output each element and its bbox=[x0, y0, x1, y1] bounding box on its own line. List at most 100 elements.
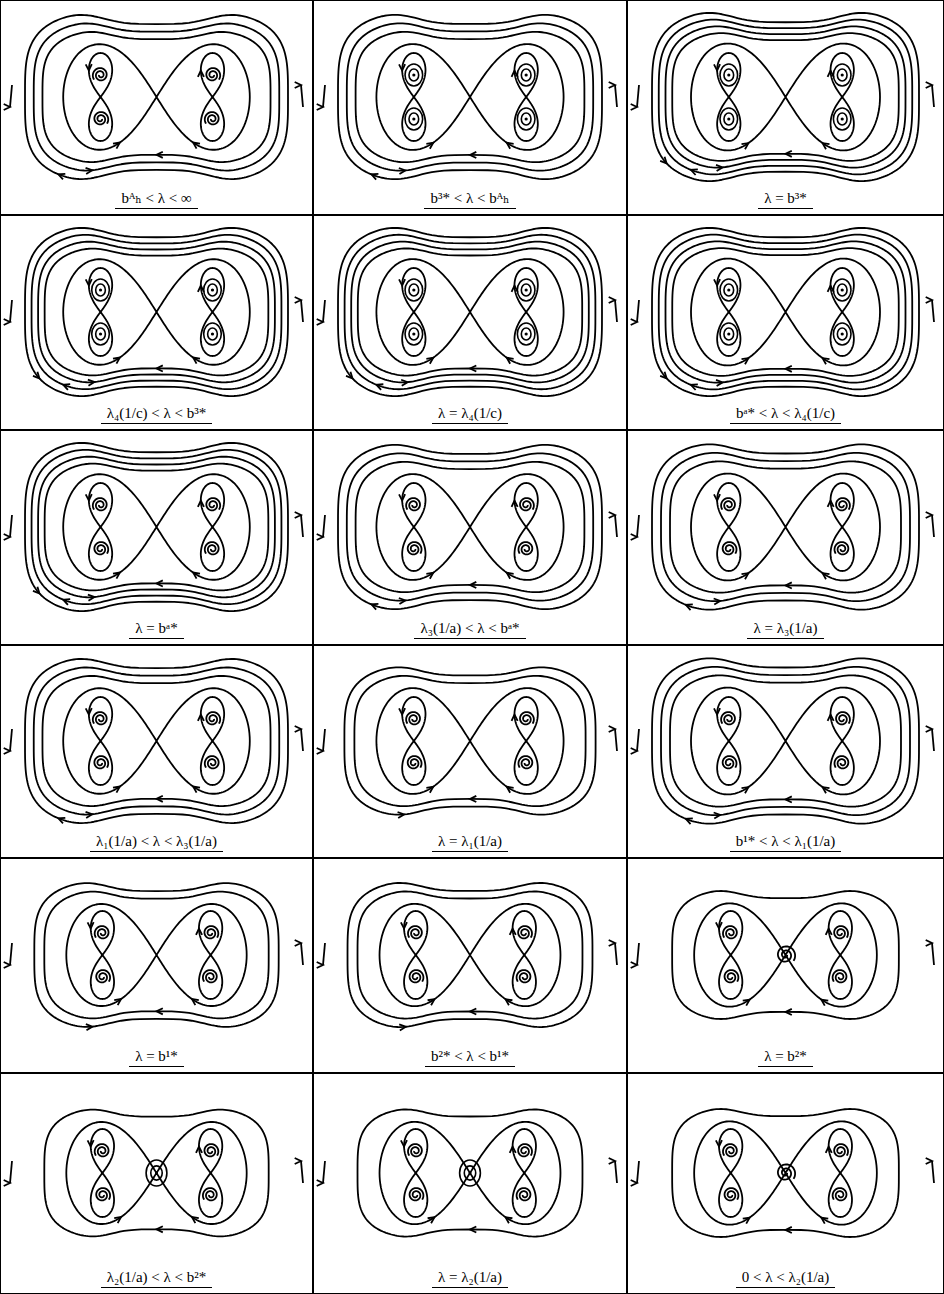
flow-arrowhead bbox=[714, 708, 720, 714]
spiral-trajectory bbox=[206, 712, 220, 724]
flow-arrowhead bbox=[786, 1009, 792, 1015]
flow-arrowhead bbox=[742, 358, 749, 364]
flow-arrowhead bbox=[786, 1227, 792, 1233]
outer-orbit bbox=[652, 658, 919, 823]
phase-portrait bbox=[314, 1, 626, 189]
portrait-curves bbox=[4, 1110, 303, 1237]
portrait-curves bbox=[631, 891, 934, 1019]
spiral-trajectory bbox=[203, 970, 217, 982]
flow-arrowhead bbox=[507, 358, 514, 364]
phase-portrait bbox=[628, 859, 943, 1047]
portrait-curves bbox=[631, 444, 934, 610]
inner-separatrix bbox=[404, 911, 427, 999]
outer-orbit bbox=[25, 443, 288, 611]
flow-arrowhead bbox=[742, 573, 749, 579]
spiral-trajectory bbox=[410, 970, 424, 982]
flow-mark bbox=[301, 943, 303, 965]
center-point bbox=[412, 288, 415, 291]
flow-arrowhead bbox=[428, 1217, 435, 1223]
portrait-curves bbox=[4, 15, 303, 179]
closed-orbit bbox=[720, 323, 738, 345]
spiral-trajectory bbox=[835, 756, 849, 768]
spiral-trajectory bbox=[408, 1144, 422, 1156]
spiral-trajectory bbox=[93, 712, 107, 724]
flow-mark bbox=[323, 85, 325, 107]
outer-orbit bbox=[672, 33, 899, 161]
center-point bbox=[841, 288, 844, 291]
center-point bbox=[99, 288, 102, 291]
portrait-curves bbox=[631, 658, 934, 824]
flow-mark bbox=[637, 943, 639, 965]
closed-orbit bbox=[720, 279, 738, 301]
spiral-trajectory bbox=[204, 926, 218, 938]
spiral-trajectory bbox=[518, 1144, 532, 1156]
flow-arrowhead bbox=[743, 1218, 750, 1224]
flow-arrowhead bbox=[295, 297, 301, 303]
inner-separatrix bbox=[513, 911, 536, 999]
inner-separatrix bbox=[831, 53, 854, 141]
spiral-trajectory bbox=[96, 970, 110, 982]
phase-portrait bbox=[1, 216, 312, 404]
flow-arrowhead bbox=[686, 818, 693, 824]
flow-arrowhead bbox=[113, 787, 120, 793]
closed-orbit bbox=[517, 64, 535, 86]
spiral-trajectory bbox=[408, 542, 422, 554]
flow-arrowhead bbox=[4, 319, 10, 325]
inner-separatrix bbox=[91, 911, 114, 999]
flow-arrowhead bbox=[157, 365, 163, 371]
portrait-curves bbox=[317, 883, 617, 1030]
portrait-curves bbox=[4, 883, 303, 1030]
flow-arrowhead bbox=[506, 1217, 513, 1223]
closed-orbit bbox=[833, 323, 851, 345]
inner-separatrix bbox=[201, 53, 224, 141]
spiral-trajectory bbox=[518, 926, 532, 938]
flow-arrowhead bbox=[157, 580, 163, 586]
flow-arrowhead bbox=[88, 595, 95, 601]
outer-orbit bbox=[34, 667, 280, 814]
center-point bbox=[727, 288, 730, 291]
inner-separatrix bbox=[717, 483, 740, 571]
flow-mark bbox=[10, 943, 12, 965]
closed-orbit bbox=[146, 1160, 167, 1186]
flow-arrowhead bbox=[743, 1000, 750, 1006]
outer-orbit bbox=[659, 235, 913, 390]
parameter-range-caption: λ₂(1/a) < λ < b²* bbox=[101, 1268, 213, 1288]
flow-arrowhead bbox=[371, 604, 378, 610]
flow-arrowhead bbox=[660, 372, 667, 379]
closed-orbit bbox=[833, 64, 851, 86]
phase-portrait-panel: b¹* < λ < λ₁(1/a) bbox=[627, 645, 944, 858]
portrait-curves bbox=[631, 13, 934, 181]
outer-orbit bbox=[672, 891, 899, 1019]
flow-arrowhead bbox=[376, 384, 383, 390]
outer-orbit bbox=[652, 13, 919, 181]
flow-arrowhead bbox=[828, 715, 834, 721]
flow-mark bbox=[10, 729, 12, 751]
spiral-trajectory bbox=[721, 712, 735, 724]
closed-orbit bbox=[405, 279, 423, 301]
inner-separatrix bbox=[199, 1129, 222, 1217]
flow-arrowhead bbox=[507, 143, 514, 149]
separatrix-loop bbox=[691, 44, 880, 151]
phase-portrait bbox=[1, 646, 312, 832]
inner-separatrix bbox=[513, 1129, 536, 1217]
flow-arrowhead bbox=[426, 358, 433, 364]
inner-separatrix bbox=[831, 483, 854, 571]
outer-orbit bbox=[670, 461, 901, 592]
parameter-range-caption: b³* < λ < bᴬₕ bbox=[424, 189, 515, 209]
closed-orbit bbox=[92, 279, 110, 301]
spiral-trajectory bbox=[205, 542, 219, 554]
phase-portrait bbox=[628, 1, 943, 189]
inner-separatrix bbox=[514, 53, 537, 141]
outer-orbit bbox=[45, 249, 269, 376]
inner-separatrix bbox=[201, 268, 224, 356]
flow-arrowhead bbox=[828, 501, 834, 507]
center-point bbox=[727, 332, 730, 335]
closed-orbit bbox=[720, 108, 738, 130]
closed-orbit bbox=[409, 284, 419, 296]
flow-arrowhead bbox=[609, 512, 615, 518]
outer-orbit bbox=[666, 241, 906, 382]
phase-portrait-panel: λ₄(1/c) < λ < b³* bbox=[0, 215, 313, 430]
spiral-trajectory bbox=[834, 926, 848, 938]
flow-arrowhead bbox=[317, 962, 323, 968]
